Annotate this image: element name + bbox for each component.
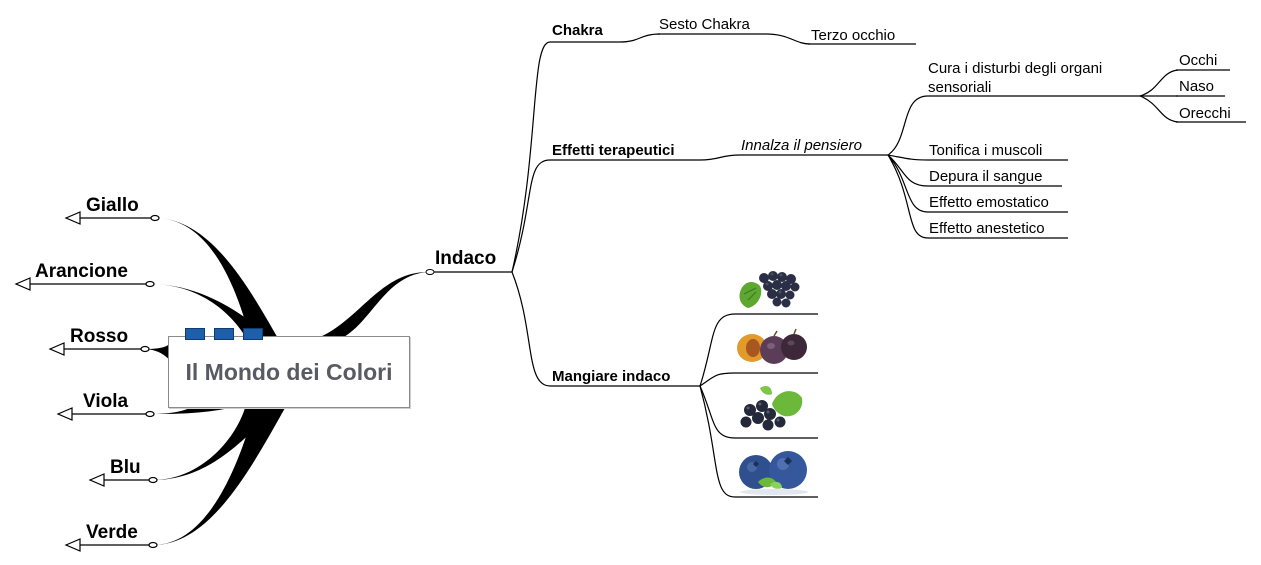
topic-effetto-emostatico[interactable]: Effetto emostatico [929, 194, 1049, 211]
topic-naso[interactable]: Naso [1179, 78, 1215, 95]
topic-cura-disturbi[interactable]: Cura i disturbi degli organi sensoriali [928, 59, 1102, 97]
indaco-subtree-lines [428, 33, 1246, 498]
branch-verde[interactable]: Verde [86, 522, 138, 543]
topic-orecchi[interactable]: Orecchi [1179, 105, 1231, 122]
topic-chakra[interactable]: Chakra [552, 22, 603, 39]
branch-rosso[interactable]: Rosso [70, 326, 129, 347]
topic-tab-3 [243, 328, 263, 340]
topic-tab-1 [185, 328, 205, 340]
branch-arancione[interactable]: Arancione [35, 261, 128, 282]
central-topic[interactable]: Il Mondo dei Colori [168, 336, 410, 408]
branch-giallo[interactable]: Giallo [86, 195, 139, 216]
connector-indaco [318, 272, 428, 338]
branch-blu[interactable]: Blu [110, 457, 141, 478]
connector-giallo [155, 218, 282, 345]
topic-sesto-chakra[interactable]: Sesto Chakra [659, 16, 750, 33]
topic-depura-sangue[interactable]: Depura il sangue [929, 168, 1043, 185]
indaco-connector-dot [425, 269, 435, 275]
topic-terzo-occhio[interactable]: Terzo occhio [811, 27, 896, 44]
topic-cura-disturbi-line1: Cura i disturbi degli organi [928, 60, 1103, 77]
topic-tab-2 [214, 328, 234, 340]
branch-viola[interactable]: Viola [83, 391, 129, 412]
topic-innalza-il-pensiero[interactable]: Innalza il pensiero [741, 137, 862, 154]
connector-rosso [145, 342, 170, 360]
topic-cura-disturbi-line2: sensoriali [928, 79, 992, 96]
grapes-image[interactable] [736, 266, 802, 312]
topic-mangiare-indaco[interactable]: Mangiare indaco [552, 368, 671, 385]
topic-effetti-terapeutici[interactable]: Effetti terapeutici [552, 142, 675, 159]
branch-indaco[interactable]: Indaco [435, 248, 497, 269]
blackcurrants-image[interactable] [738, 384, 806, 432]
blueberries-image[interactable] [736, 446, 812, 496]
topic-tonifica-muscoli[interactable]: Tonifica i muscoli [929, 142, 1043, 159]
left-underlines [14, 211, 160, 552]
topic-effetto-anestetico[interactable]: Effetto anestetico [929, 220, 1045, 237]
central-topic-title: Il Mondo dei Colori [185, 358, 393, 385]
topic-occhi[interactable]: Occhi [1179, 52, 1218, 69]
plums-image[interactable] [736, 328, 808, 368]
connector-verde [153, 408, 285, 545]
connector-viola [150, 408, 230, 414]
connector-blu [153, 408, 275, 480]
